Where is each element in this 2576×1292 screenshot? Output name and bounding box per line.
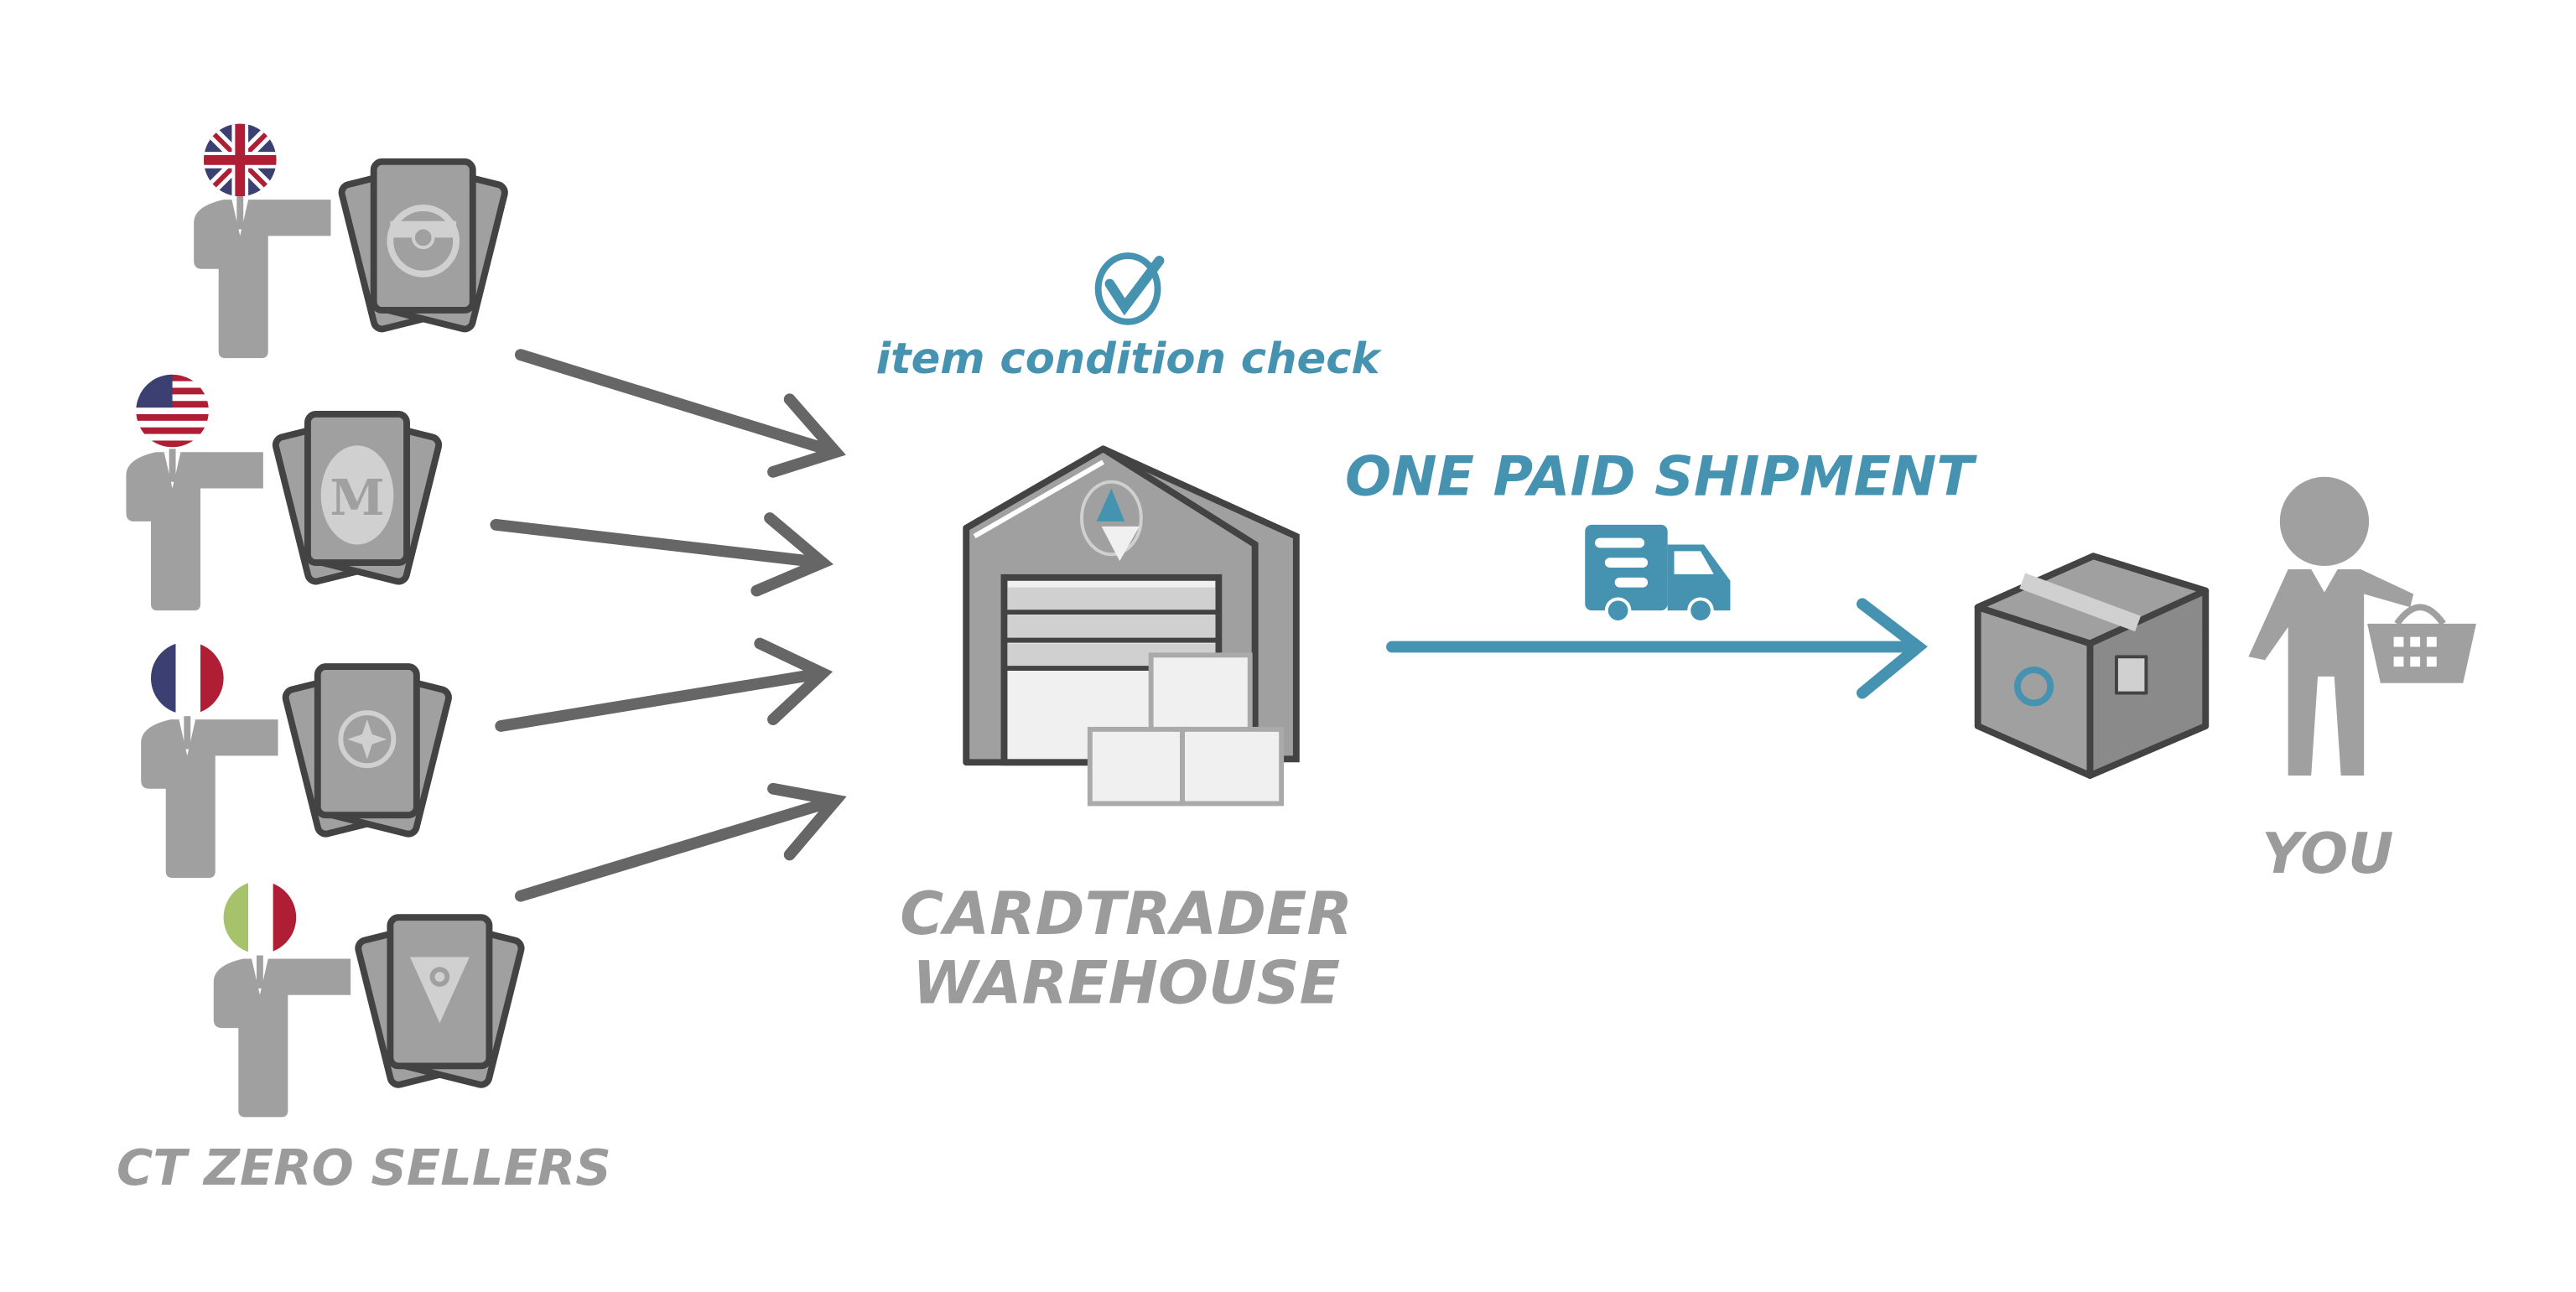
arrow-icon: [514, 782, 847, 902]
you-label: YOU: [2262, 821, 2393, 886]
item-condition-check-label: item condition check: [876, 335, 1383, 384]
fr-flag-icon: [150, 641, 224, 715]
shopping-basket-icon: [2367, 604, 2477, 683]
buyer-person-icon: [2248, 476, 2414, 776]
svg-text:M: M: [330, 469, 384, 527]
ct-zero-sellers-label: CT ZERO SELLERS: [117, 1139, 611, 1196]
it-flag-icon: [223, 880, 297, 954]
shipment-arrow: [1386, 598, 1928, 699]
warehouse-label-line2: WAREHOUSE: [912, 948, 1340, 1018]
seller-arrows: [490, 349, 847, 902]
us-flag-icon: [136, 374, 209, 448]
seller-us: M: [126, 374, 440, 611]
arrow-icon: [490, 512, 834, 597]
uk-flag-icon: [203, 123, 277, 197]
check-circle-icon: [1094, 252, 1165, 325]
magic-logo-icon: M: [320, 445, 394, 545]
warehouse-icon: [963, 445, 1300, 807]
pokeball-icon: [387, 205, 460, 278]
arrow-icon: [514, 349, 846, 478]
arrow-icon: [495, 637, 834, 732]
package-icon: [1974, 553, 2210, 779]
seller-fr: [141, 641, 450, 879]
one-paid-shipment-label: ONE PAID SHIPMENT: [1345, 445, 1977, 508]
seller-uk: [194, 123, 506, 359]
delivery-truck-icon: [1585, 524, 1731, 624]
seller-it: [213, 880, 523, 1118]
warehouse-label-line1: CARDTRADER: [900, 879, 1353, 948]
eye-emblem-icon: [409, 957, 470, 1024]
star-emblem-icon: [338, 710, 397, 769]
